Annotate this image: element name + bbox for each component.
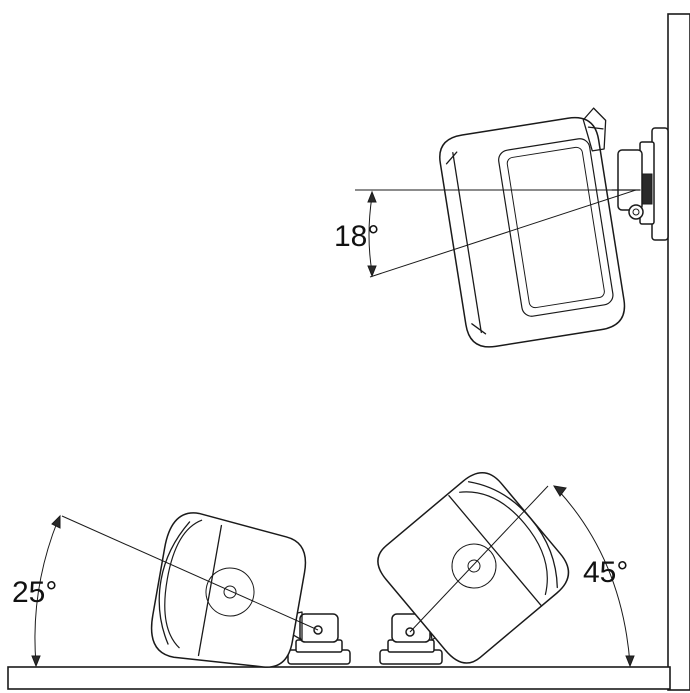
floor: [7, 666, 671, 690]
angle-label-wall: 18°: [334, 220, 379, 253]
angle-arc-18: [368, 195, 373, 273]
wall-bracket: [611, 127, 669, 241]
floor-stand-right: [379, 603, 447, 665]
angle-arc-25: [34, 519, 59, 665]
angle-arc-45: [557, 489, 631, 665]
wall-mounted-speaker: [355, 107, 669, 348]
angle-label-floor-right: 45°: [583, 556, 628, 589]
aim-line-right: [409, 485, 549, 633]
room-structure: [7, 13, 690, 691]
aim-line-left: [61, 515, 319, 631]
woofer-outer-right: [451, 543, 497, 589]
speaker-grille: [498, 138, 614, 317]
wall: [667, 13, 690, 691]
floor-speaker-left: [31, 512, 351, 668]
floor-stand-left: [283, 611, 351, 665]
angle-label-floor-left: 25°: [12, 576, 57, 609]
reference-line-angled: [369, 189, 637, 278]
woofer-outer: [205, 567, 255, 617]
floor-speaker-right: [377, 472, 635, 668]
